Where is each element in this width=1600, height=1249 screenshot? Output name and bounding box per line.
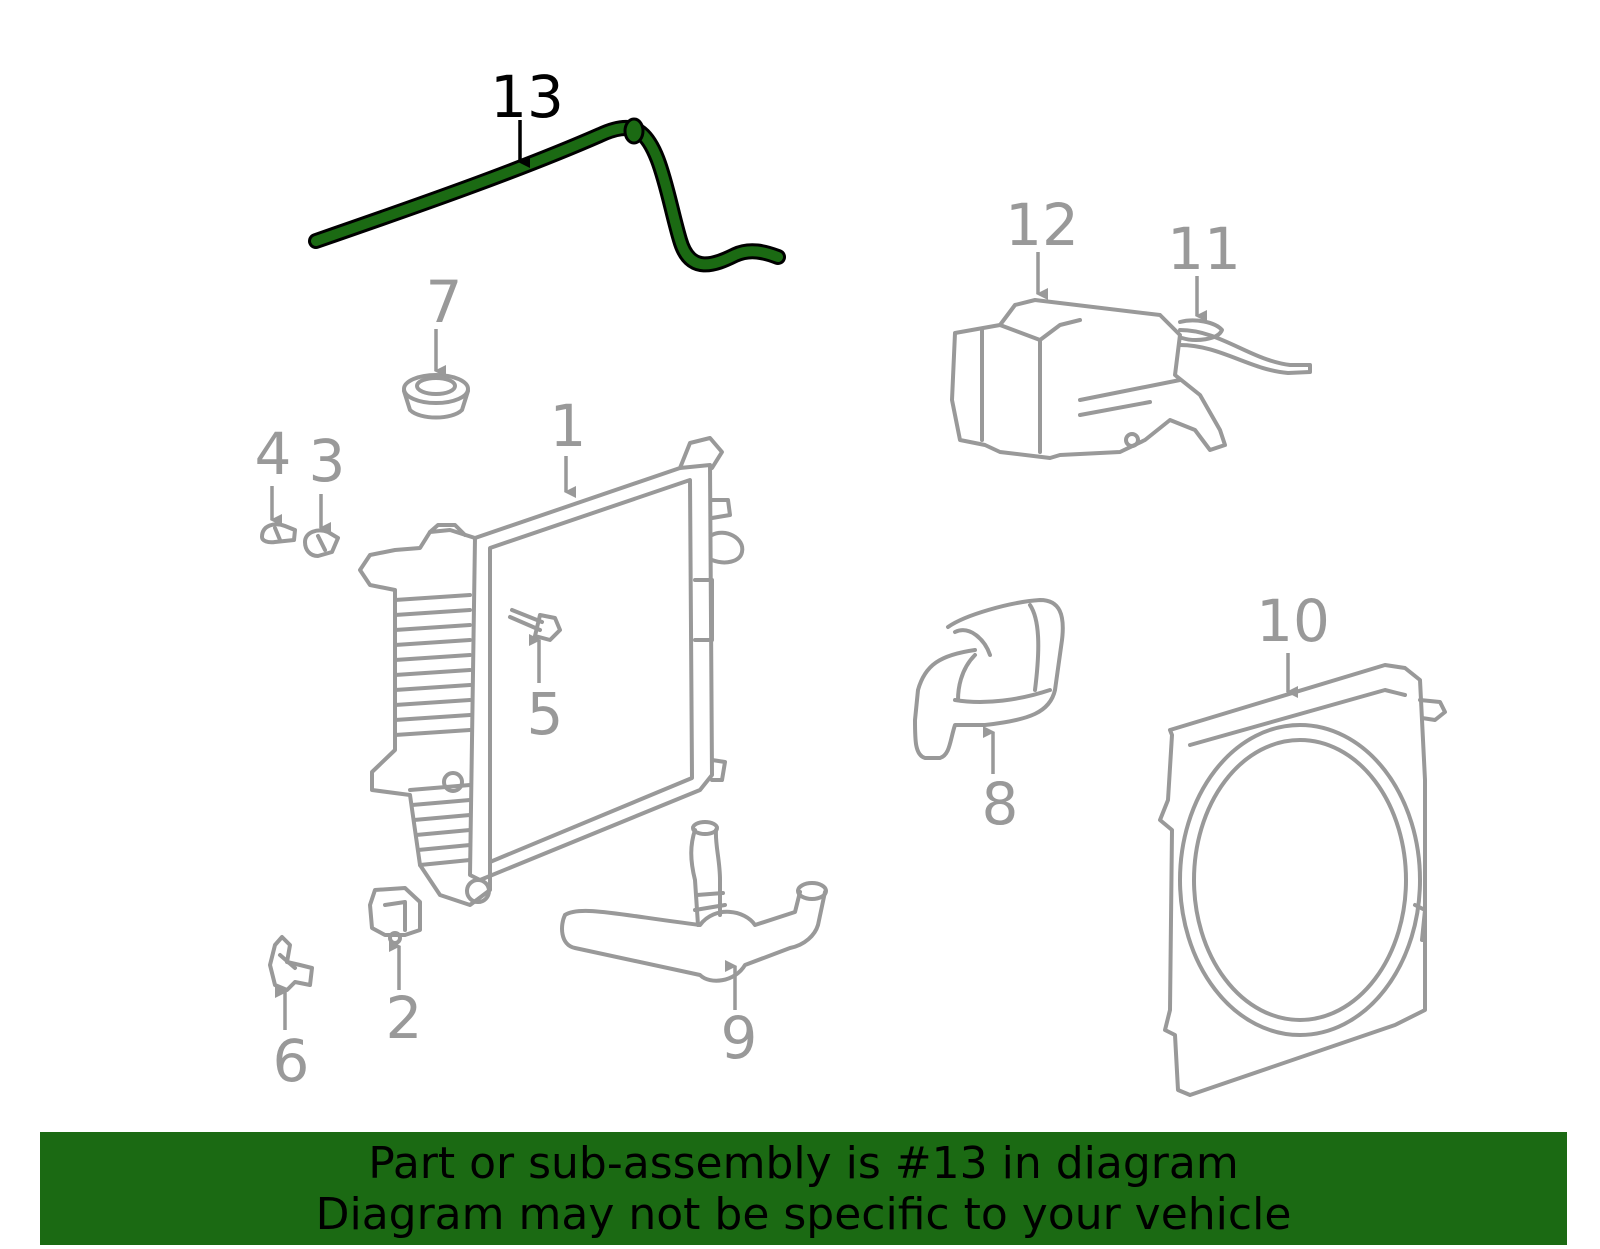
part-2-clip[interactable] — [368, 886, 422, 945]
part-5-bolt[interactable] — [508, 608, 562, 642]
part-3-clip[interactable] — [303, 528, 340, 558]
banner-line-part: Part or sub-assembly is #13 in diagram — [368, 1137, 1239, 1189]
callout-4[interactable]: 4 — [255, 420, 292, 488]
part-7-cap[interactable] — [402, 373, 470, 420]
callout-12[interactable]: 12 — [1005, 191, 1079, 259]
callout-7[interactable]: 7 — [426, 268, 463, 336]
part-9-lower-hose[interactable] — [560, 820, 828, 983]
callout-8[interactable]: 8 — [982, 770, 1019, 838]
callout-1[interactable]: 1 — [550, 392, 587, 460]
part-1-radiator[interactable] — [358, 436, 745, 907]
callout-6[interactable]: 6 — [273, 1027, 310, 1095]
part-11-cap[interactable] — [1178, 318, 1224, 342]
part-6-drain-valve[interactable] — [268, 935, 314, 992]
part-8-upper-hose[interactable] — [913, 598, 1065, 760]
callout-11[interactable]: 11 — [1167, 215, 1241, 283]
callout-5[interactable]: 5 — [527, 680, 564, 748]
part-4-clip[interactable] — [260, 522, 297, 545]
part-13-hose[interactable] — [308, 117, 786, 273]
leader-lines — [270, 120, 1298, 1030]
callout-13[interactable]: 13 — [490, 63, 564, 131]
callout-3[interactable]: 3 — [309, 427, 346, 495]
part-12-reservoir[interactable] — [950, 298, 1312, 460]
banner-line-disclaimer: Diagram may not be specific to your vehi… — [315, 1188, 1292, 1240]
part-10-fan-shroud[interactable] — [1158, 663, 1447, 1097]
callout-10[interactable]: 10 — [1256, 587, 1330, 655]
callout-9[interactable]: 9 — [721, 1004, 758, 1072]
info-banner: Part or sub-assembly is #13 in diagram D… — [40, 1132, 1567, 1245]
radiator-fins — [393, 593, 472, 867]
callout-labels: 13 12 11 7 1 4 3 5 10 8 2 9 6 — [255, 63, 1330, 1095]
callout-2[interactable]: 2 — [386, 984, 423, 1052]
